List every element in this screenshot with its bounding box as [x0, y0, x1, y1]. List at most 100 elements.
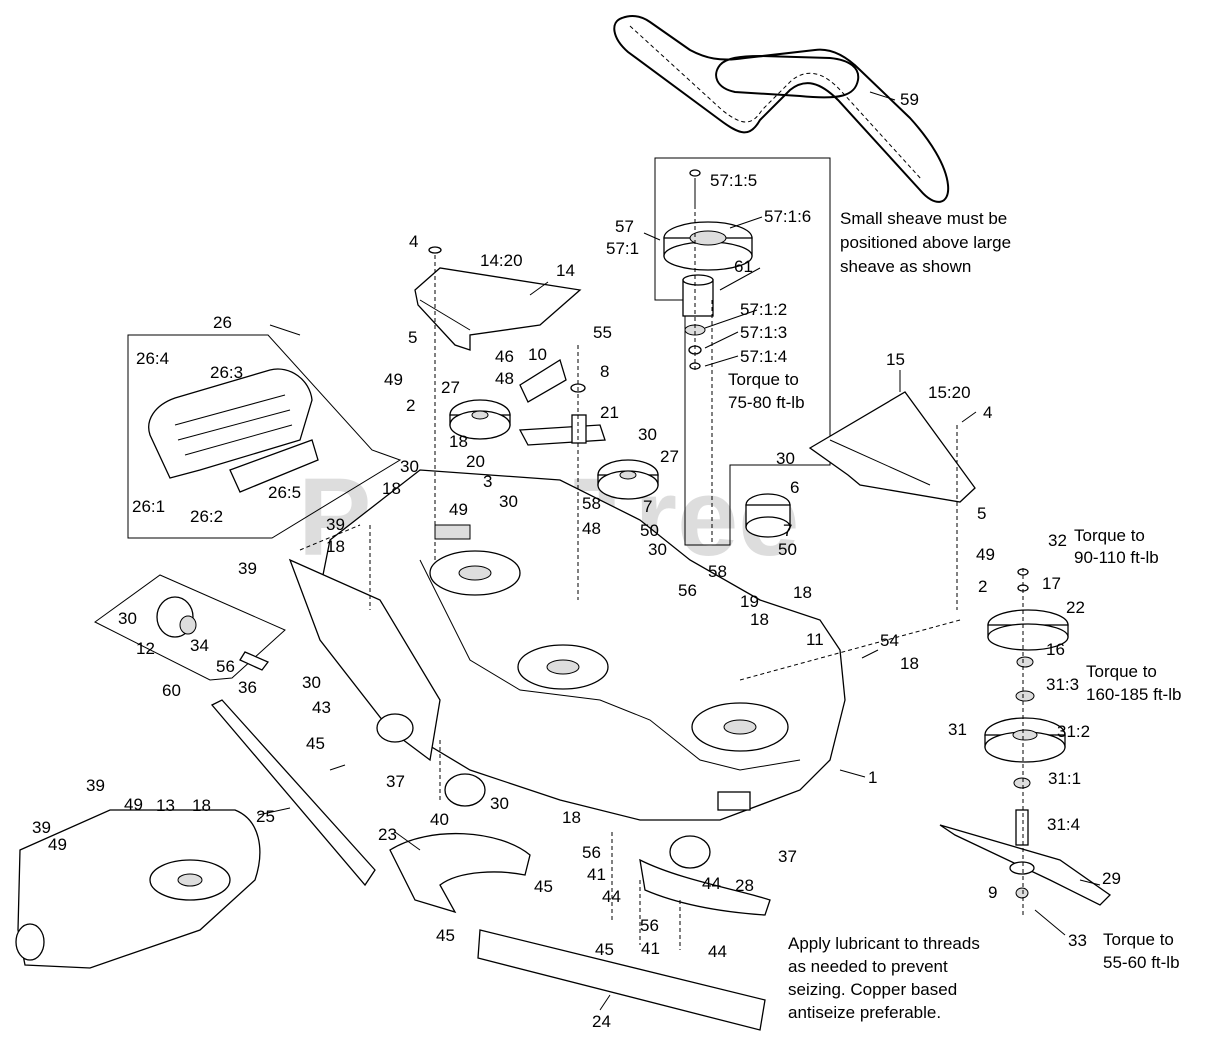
callout-37: 37: [778, 847, 797, 866]
callout-49: 49: [449, 500, 468, 519]
callout-7: 7: [783, 521, 792, 540]
callout-5: 5: [977, 504, 986, 523]
callout-8: 8: [600, 362, 609, 381]
callout-10: 10: [528, 345, 547, 364]
callout-labels: 59 57:1:5 57 57:1 57:1:6 61 57:1:2 57:1:…: [32, 90, 1121, 1031]
note-lubricant-line-2: as needed to prevent: [788, 957, 948, 976]
callout-39: 39: [326, 515, 345, 534]
callout-1: 1: [868, 768, 877, 787]
callout-30: 30: [400, 457, 419, 476]
callout-50: 50: [640, 521, 659, 540]
callout-36: 36: [238, 678, 257, 697]
callout-31-1: 31:1: [1048, 769, 1081, 788]
callout-31-4: 31:4: [1047, 815, 1080, 834]
callout-40: 40: [430, 810, 449, 829]
callout-26-3: 26:3: [210, 363, 243, 382]
callout-26-1: 26:1: [132, 497, 165, 516]
callout-49: 49: [48, 835, 67, 854]
deck-1: [319, 469, 846, 821]
callout-30: 30: [776, 449, 795, 468]
callout-50: 50: [778, 540, 797, 559]
callout-13: 13: [156, 796, 175, 815]
callout-28: 28: [735, 876, 754, 895]
callout-21: 21: [600, 403, 619, 422]
belt-cover-15: [808, 391, 976, 503]
callout-3: 3: [483, 472, 492, 491]
callout-49: 49: [384, 370, 403, 389]
callout-46: 46: [495, 347, 514, 366]
callout-16: 16: [1046, 640, 1065, 659]
callout-57-1-3: 57:1:3: [740, 323, 787, 342]
note-torque-160-line-1: Torque to: [1086, 662, 1157, 681]
callout-18: 18: [793, 583, 812, 602]
callout-33: 33: [1068, 931, 1087, 950]
belt-59: [613, 15, 950, 203]
note-torque-75-line-1: Torque to: [728, 370, 799, 389]
callout-61: 61: [734, 257, 753, 276]
note-torque-75: Torque to 75-80 ft-lb: [728, 370, 805, 412]
callout-2: 2: [978, 577, 987, 596]
callout-30: 30: [490, 794, 509, 813]
spindle-57-inset-outline: [654, 157, 831, 546]
callout-26-5: 26:5: [268, 483, 301, 502]
note-torque-55-line-1: Torque to: [1103, 930, 1174, 949]
note-sheave-line-2: positioned above large: [840, 233, 1011, 252]
callout-49: 49: [976, 545, 995, 564]
spring-20: [434, 524, 471, 540]
callout-57-1-4: 57:1:4: [740, 347, 787, 366]
spindle-31-assembly: [939, 568, 1112, 915]
callout-25: 25: [256, 807, 275, 826]
callout-18: 18: [382, 479, 401, 498]
callout-48: 48: [495, 369, 514, 388]
callout-45: 45: [534, 877, 553, 896]
callout-18: 18: [449, 432, 468, 451]
callout-30: 30: [118, 609, 137, 628]
callout-60: 60: [162, 681, 181, 700]
callout-41: 41: [641, 939, 660, 958]
callout-32: 32: [1048, 531, 1067, 550]
note-lubricant-line-4: antiseize preferable.: [788, 1003, 941, 1022]
callout-57: 57: [615, 217, 634, 236]
baffle-23: [389, 832, 531, 914]
callout-18: 18: [192, 796, 211, 815]
callout-56: 56: [216, 657, 235, 676]
callout-56: 56: [640, 916, 659, 935]
callout-39: 39: [238, 559, 257, 578]
note-torque-90-line-2: 90-110 ft-lb: [1074, 548, 1159, 567]
callout-54: 54: [880, 631, 899, 650]
callout-18: 18: [562, 808, 581, 827]
callout-34: 34: [190, 636, 209, 655]
pulley-27-left: [449, 399, 511, 440]
callout-57-1-6: 57:1:6: [764, 207, 811, 226]
bar-24: [477, 929, 766, 1031]
callout-2: 2: [406, 396, 415, 415]
callout-7: 7: [643, 497, 652, 516]
callout-6: 6: [790, 478, 799, 497]
callout-55: 55: [593, 323, 612, 342]
callout-26-4: 26:4: [136, 349, 169, 368]
callout-5: 5: [408, 328, 417, 347]
callout-14: 14: [556, 261, 575, 280]
callout-43: 43: [312, 698, 331, 717]
callout-15-20: 15:20: [928, 383, 971, 402]
callout-29: 29: [1102, 869, 1121, 888]
callout-31-2: 31:2: [1057, 722, 1090, 741]
callout-56: 56: [678, 581, 697, 600]
callout-30: 30: [648, 540, 667, 559]
note-torque-90-line-1: Torque to: [1074, 526, 1145, 545]
note-torque-90: Torque to 90-110 ft-lb: [1074, 526, 1159, 567]
callout-4: 4: [983, 403, 992, 422]
deck-left-frame: [210, 558, 711, 887]
callout-19: 19: [740, 592, 759, 611]
callout-41: 41: [587, 865, 606, 884]
callout-24: 24: [592, 1012, 611, 1031]
note-torque-75-line-2: 75-80 ft-lb: [728, 393, 805, 412]
note-torque-55: Torque to 55-60 ft-lb: [1103, 930, 1180, 972]
callout-17: 17: [1042, 574, 1061, 593]
callout-45: 45: [595, 940, 614, 959]
callout-26-2: 26:2: [190, 507, 223, 526]
callout-30: 30: [499, 492, 518, 511]
inset-26: [127, 334, 402, 539]
callout-14-20: 14:20: [480, 251, 523, 270]
pulley-6: [745, 493, 791, 538]
